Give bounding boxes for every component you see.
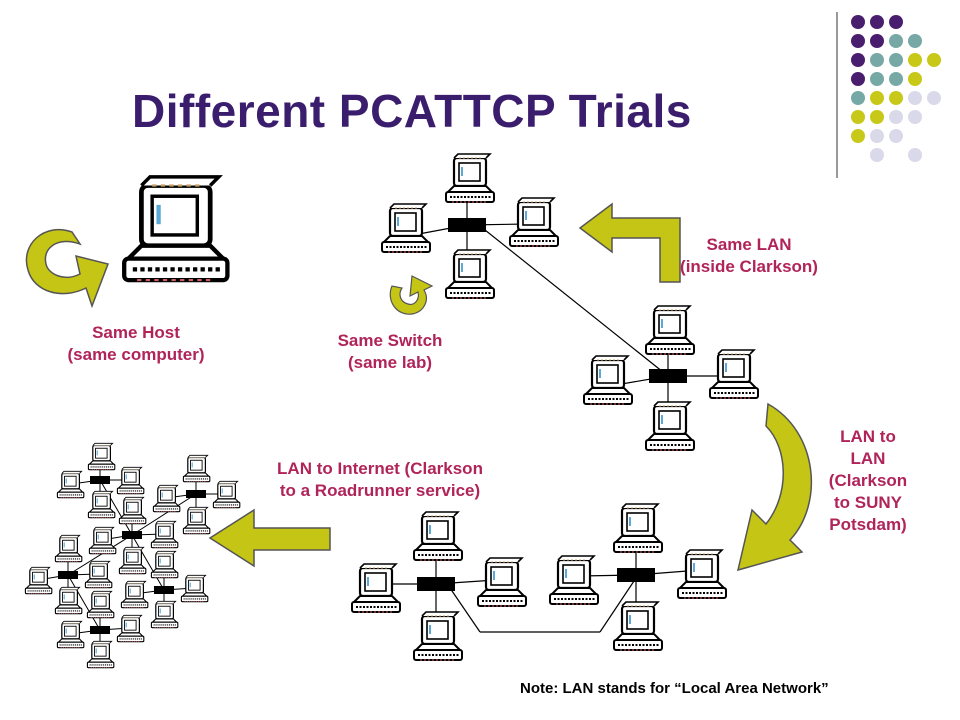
computer-icon [508,196,560,248]
label-line: (same lab) [347,353,433,372]
label-line: LAN to Internet (Clarkson [277,459,483,478]
decorative-dot-grid [851,15,941,162]
switch-icon [617,568,655,582]
computer-icon [612,600,664,652]
label-line: to SUNY [834,493,902,512]
label-line: LAN to [840,427,896,446]
label-line: LAN [850,449,886,468]
small-u-turn-arrow-icon [389,275,434,315]
computer-icon [548,554,600,606]
computer-icon [582,354,634,406]
left-arrow-icon [208,508,331,568]
label-lan-to-lan: LAN to LAN (Clarkson to SUNY Potsdam) [808,426,928,536]
second-lan-network [582,304,760,452]
computer-icon [444,248,496,300]
label-line: (inside Clarkson) [680,257,818,276]
same-switch-network [380,152,669,377]
label-line: Same LAN [706,235,792,254]
footnote: Note: LAN stands for “Local Area Network… [520,680,829,697]
label-line: to a Roadrunner service) [279,481,481,500]
internet-cluster-switches [58,476,206,634]
u-turn-arrow-icon [25,228,110,309]
computer-icon [380,202,432,254]
label-same-lan: Same LAN (inside Clarkson) [658,234,840,278]
label-line: Same Switch [337,331,443,350]
computer-icon [644,304,696,356]
computer-icon [412,510,464,562]
switch-icon [448,218,486,232]
label-line: (Clarkson [828,471,908,490]
bottom-lan-networks [350,502,728,662]
computer-icon [644,400,696,452]
label-line: Potsdam) [829,515,907,534]
computer-icon [412,610,464,662]
switch-icon [417,577,455,591]
computer-icon [444,152,496,204]
label-line: Same Host [92,323,180,342]
bent-arrow-icon [578,202,681,283]
computer-icon [350,562,402,614]
slide-title: Different PCATTCP Trials [132,85,692,137]
computer-icon [676,548,728,600]
internet-cluster-computers [24,442,241,669]
label-lan-to-internet: LAN to Internet (Clarkson to a Roadrunne… [244,458,516,502]
label-line: (same computer) [67,345,205,364]
label-same-switch: Same Switch (same lab) [310,330,470,374]
computer-icon [476,556,528,608]
curved-arrow-icon [736,402,813,572]
switch-icon [649,369,687,383]
label-same-host: Same Host (same computer) [48,322,224,366]
computer-icon [612,502,664,554]
computer-icon [708,348,760,400]
same-host-computer-icon [124,177,227,280]
